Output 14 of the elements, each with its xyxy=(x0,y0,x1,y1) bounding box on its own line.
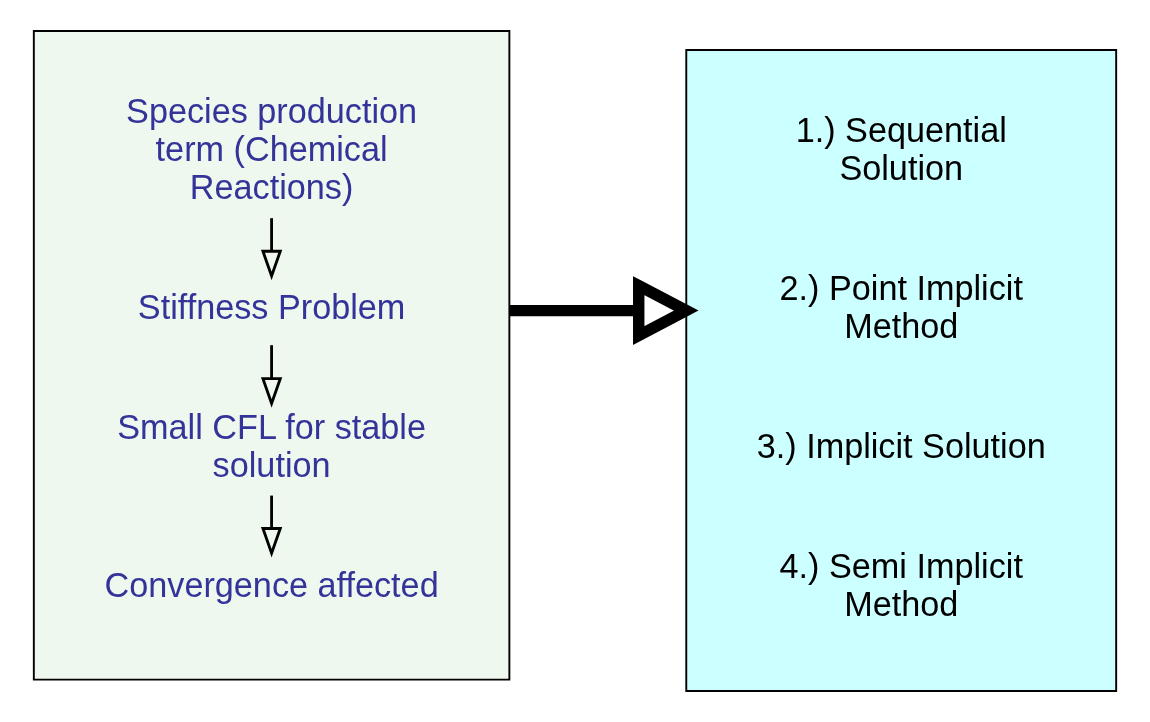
node-text: 2.) Point Implicit Method xyxy=(779,268,1023,345)
node-text: Species production term (Chemical Reactions) xyxy=(126,92,418,207)
node-text: 1.) Sequential Solution xyxy=(795,111,1007,188)
node-text: Small CFL for stable solution xyxy=(117,407,426,484)
arrow xyxy=(260,495,283,558)
node-text: Stiffness Problem xyxy=(137,287,406,326)
node-text: 4.) Semi Implicit Method xyxy=(779,546,1023,623)
cluster xyxy=(685,49,1118,692)
arrow xyxy=(260,218,283,281)
node-text: Convergence affected xyxy=(104,565,439,604)
cluster xyxy=(32,30,511,681)
node-text: 3.) Implicit Solution xyxy=(756,426,1046,465)
arrow xyxy=(509,276,699,345)
arrow xyxy=(260,345,283,408)
